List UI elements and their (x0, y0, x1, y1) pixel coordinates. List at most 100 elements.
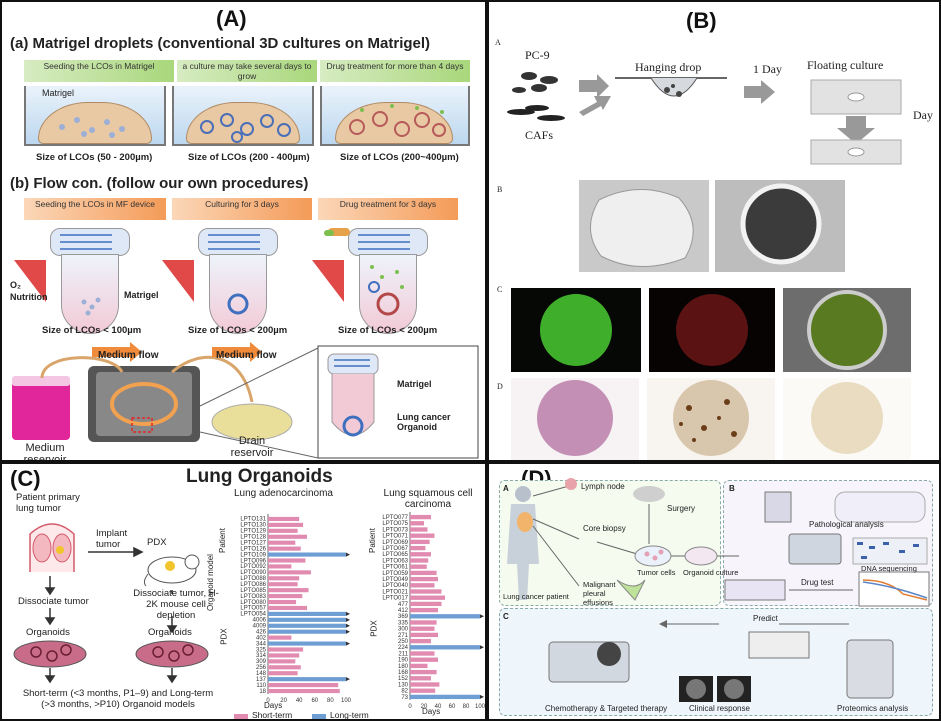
short-term-bar (268, 635, 292, 640)
short-term-bar (268, 688, 340, 694)
step-b2: Culturing for 3 days (172, 198, 312, 220)
tick-label: 402 (256, 635, 267, 641)
short-term-bar (410, 576, 438, 582)
lung-organoid-bar-charts: LPTO131LPTO130LPTO129LPTO128LPTO127LPTO1… (240, 512, 485, 710)
tick-label: LPTO090 (240, 570, 266, 576)
footnote: Short-term (<3 months, P1–9) and Long-te… (22, 688, 214, 710)
pathological-label: Pathological analysis (809, 520, 884, 529)
sub-b: B (497, 185, 503, 194)
panel-c: (C) Lung Organoids Patient primary lung … (0, 462, 487, 721)
tick-label: LPTO057 (240, 606, 266, 612)
lung-patient-label: Lung cancer patient (503, 592, 569, 601)
short-term-bar (410, 657, 438, 662)
continuing-arrow (346, 617, 350, 622)
medium-reservoir-label: Medium reservoir (23, 442, 67, 462)
tick-label: 110 (256, 683, 266, 689)
malignant-label: Malignant pleural effusions (583, 580, 616, 607)
predict-label: Predict (753, 614, 778, 623)
long-term-bar (268, 623, 346, 628)
tick-label: LPTO049 (382, 577, 408, 583)
tick-label: LPTO086 (240, 582, 266, 588)
panel-d: (D) A B C (487, 462, 941, 721)
tick-label: 130 (398, 682, 409, 688)
medium-flow-2: Medium flow (216, 350, 277, 361)
surgery-label: Surgery (667, 504, 696, 513)
dissociate-h2k-label: Dissociate tumor, H-2K mouse cell deplet… (133, 588, 219, 621)
tick-label: LPTO069 (382, 540, 408, 546)
short-term-bar (410, 527, 428, 532)
tick-label: 148 (256, 671, 267, 677)
matrigel-dome-1 (38, 102, 152, 144)
continuing-arrow (346, 629, 350, 634)
short-term-bar (268, 671, 298, 676)
short-term-bar (410, 570, 437, 576)
short-term-bar (410, 564, 427, 569)
tube-2 (209, 254, 267, 334)
tick-label: LPTO077 (382, 515, 408, 521)
lung-figure (29, 523, 75, 572)
clinical-label: Clinical response (689, 704, 750, 713)
short-term-bar (410, 552, 431, 557)
organoid-dishes (13, 640, 209, 668)
sub-d-c: C (503, 612, 509, 621)
short-term-bar (268, 594, 303, 599)
tick-label: 271 (398, 633, 409, 639)
tick-label: LPTO109 (240, 552, 266, 558)
long-term-bar (410, 614, 480, 619)
squam-title: Lung squamous cell carcinoma (383, 488, 473, 510)
tick-label: 369 (398, 614, 409, 620)
continuing-arrow (346, 641, 350, 646)
short-term-bar (410, 688, 436, 693)
pc9-label: PC-9 (525, 48, 550, 62)
tick-label: LPTO073 (382, 527, 408, 533)
dna-seq-label: DNA sequencing (861, 564, 917, 573)
core-biopsy-label: Core biopsy (583, 524, 626, 533)
short-term-bar (268, 576, 300, 581)
long-term-bar (268, 677, 346, 682)
sem-images (579, 180, 845, 272)
tick-label: 309 (256, 659, 267, 665)
tick-label: LPTO065 (382, 552, 408, 558)
short-term-bar (410, 583, 435, 588)
tick-label: LPTO083 (240, 594, 266, 600)
tick-label: LPTO021 (382, 589, 408, 595)
tick-label: LPTO054 (240, 612, 266, 618)
legend-long-swatch (312, 714, 326, 719)
short-term-bar (268, 564, 292, 569)
tick-label: 190 (398, 658, 409, 664)
drain-reservoir-label: Drain reservoir (230, 435, 274, 459)
step-a2: a culture may take several days to grow (177, 60, 317, 82)
short-term-bar (410, 638, 431, 644)
x-tick-label: 20 (280, 698, 287, 704)
short-term-bar (410, 514, 431, 520)
tick-label: 314 (256, 653, 267, 659)
tick-label: LPTO063 (382, 558, 408, 564)
lymph-node-label: Lymph node (581, 482, 625, 491)
medium-flow-1: Medium flow (98, 350, 159, 361)
arrows-c (44, 546, 178, 684)
drug-test-label: Drug test (801, 578, 834, 587)
cafs-label: CAFs (525, 128, 554, 142)
continuing-arrow (480, 645, 484, 650)
short-term-bar (268, 605, 307, 611)
long-term-bar (268, 552, 346, 557)
x-tick-label: 0 (266, 698, 270, 704)
lung-cancer-organoid-label: Lung cancer Organoid (397, 412, 451, 432)
short-term-bar (410, 682, 440, 687)
x-tick-label: 60 (449, 704, 456, 710)
legend-short-swatch (234, 714, 248, 719)
short-term-bar (410, 669, 437, 675)
panel-a: (A) (a) Matrigel droplets (conventional … (0, 0, 487, 462)
tick-label: LPTO096 (240, 558, 266, 564)
proteomics-label: Proteomics analysis (837, 704, 909, 713)
tick-label: 152 (398, 676, 409, 682)
tick-label: 335 (398, 620, 409, 626)
organoids-label-1: Organoids (26, 627, 70, 638)
tube-1 (61, 254, 119, 334)
long-term-bar (410, 694, 480, 700)
patient-tumor-label: Patient primary lung tumor (16, 492, 80, 514)
size-a2: Size of LCOs (200 - 400µm) (188, 152, 310, 163)
size-b2: Size of LCOs < 200µm (188, 325, 288, 336)
nutrition-label: Nutrition (10, 292, 48, 302)
short-term-bar (268, 546, 301, 551)
